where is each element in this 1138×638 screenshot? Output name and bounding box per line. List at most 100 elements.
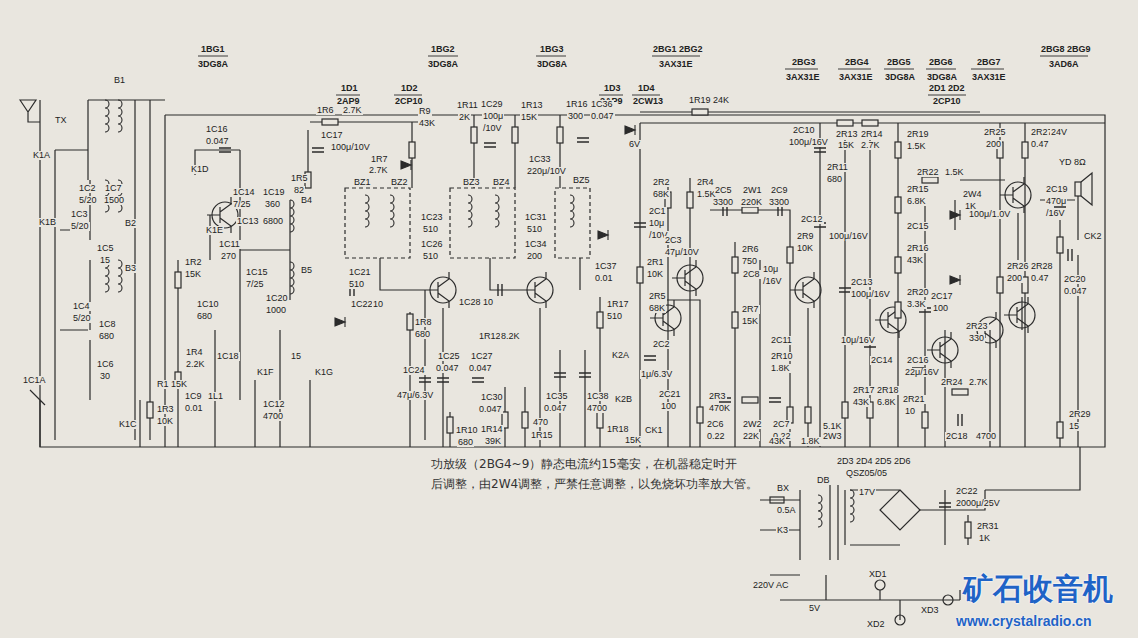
- component-label: /16V: [1045, 209, 1066, 218]
- component-label: 2R9: [796, 232, 815, 241]
- component-label: 1C37: [594, 262, 618, 271]
- component-label: 2C3: [664, 236, 683, 245]
- component-label: 1C19: [262, 188, 286, 197]
- component-label: 2C22: [955, 487, 979, 496]
- component-label: 3DG8A: [884, 73, 916, 82]
- component-label: 2C18: [945, 432, 969, 441]
- component-label: 1C30: [480, 393, 504, 402]
- component-label: 2R17: [852, 386, 876, 395]
- component-label: 2BG1 2BG2: [652, 45, 704, 54]
- component-label: 8.2K: [500, 332, 521, 341]
- component-label: 1R17: [606, 300, 630, 309]
- component-label: R1 15K: [156, 380, 188, 389]
- component-label: 2R31: [976, 522, 1000, 531]
- component-label: CK1: [644, 426, 664, 435]
- component-label: 2BG8 2BG9: [1040, 45, 1092, 54]
- component-label: XD1: [868, 570, 888, 579]
- component-label: 1C20: [265, 294, 289, 303]
- component-label: B3: [124, 264, 137, 273]
- component-label: 15K: [624, 436, 642, 445]
- component-label: 1C28: [458, 298, 482, 307]
- component-label: 3.3K: [906, 300, 927, 309]
- component-label: 0.047: [590, 112, 615, 121]
- component-label: 1μ/6.3V: [640, 370, 673, 379]
- component-label: 1R11: [456, 101, 479, 110]
- component-label: 200: [1006, 274, 1023, 283]
- component-label: 100μ/16V: [788, 138, 829, 147]
- component-label: 1C7: [104, 184, 123, 193]
- component-label: 2R10: [770, 352, 794, 361]
- component-label: 1R18: [606, 425, 630, 434]
- component-label: 680: [98, 332, 115, 341]
- component-label: 100μ: [482, 112, 504, 121]
- component-label: 1C5: [96, 244, 115, 253]
- component-label: 6.8K: [906, 197, 927, 206]
- component-label: B2: [124, 219, 137, 228]
- component-label: 2R28: [1030, 262, 1054, 271]
- component-label: 1C15: [245, 268, 269, 277]
- component-label: 680: [457, 438, 474, 447]
- component-label: 1C14: [232, 188, 256, 197]
- component-label: 24K: [712, 96, 730, 105]
- component-label: 2R6: [741, 245, 760, 254]
- component-label: 2R19: [906, 130, 930, 139]
- component-label: 1C10: [196, 300, 220, 309]
- component-label: 1.8K: [800, 437, 821, 446]
- component-label: 360: [264, 200, 281, 209]
- component-label: 1C11: [218, 240, 241, 249]
- component-label: 39K: [484, 437, 502, 446]
- component-label: 1BG2: [430, 45, 456, 54]
- component-label: CK2: [1083, 232, 1103, 241]
- component-label: 2C16: [906, 356, 930, 365]
- component-label: K1B: [38, 218, 57, 227]
- component-label: 22K: [742, 432, 760, 441]
- component-label: XD2: [866, 620, 886, 629]
- component-label: 1.5K: [906, 142, 927, 151]
- component-label: 2C1: [648, 207, 667, 216]
- component-label: K3: [776, 526, 789, 535]
- component-label: 6800: [262, 217, 284, 226]
- component-label: 1R4: [185, 348, 204, 357]
- component-label: 1000: [265, 306, 287, 315]
- component-label: 1D1: [340, 84, 359, 93]
- component-label: 0.047: [1063, 287, 1088, 296]
- component-label: 2BG3: [791, 58, 817, 67]
- component-label: 2W1: [742, 186, 763, 195]
- component-label: 2R11: [826, 163, 849, 172]
- component-label: 82: [293, 186, 305, 195]
- component-label: 1D4: [637, 84, 656, 93]
- component-label: 1C2: [78, 184, 97, 193]
- component-label: 270: [220, 252, 237, 261]
- component-label: 2C7: [772, 420, 791, 429]
- component-label: 4700: [975, 432, 997, 441]
- component-label: 1C38: [586, 392, 610, 401]
- component-label: 10: [482, 298, 494, 307]
- component-label: 15K: [184, 270, 202, 279]
- component-label: 470K: [708, 404, 731, 413]
- component-label: 3DG8A: [197, 60, 229, 69]
- component-label: 2C17: [930, 292, 954, 301]
- note-text: 后调整，由2W4调整，严禁任意调整，以免烧坏功率放大管。: [430, 478, 759, 490]
- component-label: 10: [904, 407, 916, 416]
- component-label: 1R19: [688, 96, 712, 105]
- component-label: 2C14: [870, 356, 894, 365]
- component-label: 3300: [768, 198, 790, 207]
- component-label: 1D3: [603, 84, 622, 93]
- component-label: 3AX31E: [785, 73, 821, 82]
- component-label: 10K: [796, 244, 814, 253]
- component-label: K2A: [611, 351, 630, 360]
- watermark: 矿石收音机: [962, 574, 1114, 604]
- component-label: 1C36: [590, 100, 614, 109]
- component-label: 2R3: [708, 392, 727, 401]
- component-label: 100: [932, 304, 949, 313]
- component-label: 0.22: [706, 432, 726, 441]
- component-label: 2C6: [706, 420, 725, 429]
- component-label: 1R5: [290, 174, 309, 183]
- component-label: 1C8: [98, 320, 117, 329]
- component-label: 510: [348, 280, 365, 289]
- component-label: 1R6: [316, 106, 335, 115]
- component-label: 2R21: [902, 395, 926, 404]
- component-label: 2C5: [714, 186, 733, 195]
- component-label: 10μ: [648, 219, 665, 228]
